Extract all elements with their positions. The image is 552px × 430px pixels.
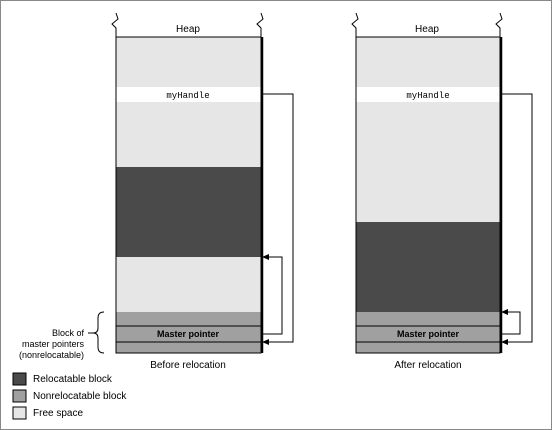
free-space-block xyxy=(116,37,261,87)
heap-before: Heap myHandle Master pointer Before relo… xyxy=(111,12,294,371)
handle-label-after: myHandle xyxy=(406,91,449,101)
legend-label-relocatable: Relocatable block xyxy=(33,374,113,385)
arrowhead-icon xyxy=(262,254,269,260)
pointer-arrow-to-block xyxy=(500,311,521,335)
legend-label-free: Free space xyxy=(33,408,83,419)
master-pointer-label-before: Master pointer xyxy=(157,329,220,339)
caption-after: After relocation xyxy=(394,360,461,371)
break-mark-icon xyxy=(256,12,264,37)
arrowhead-icon xyxy=(262,339,269,345)
legend-swatch-relocatable xyxy=(12,372,27,386)
block-label-line3: (nonrelocatable) xyxy=(19,350,84,360)
master-pointer-slot xyxy=(356,312,500,326)
handle-label-before: myHandle xyxy=(166,91,209,101)
heap-title-before: Heap xyxy=(176,24,200,35)
heap-after: Heap myHandle Master pointer After reloc… xyxy=(351,12,533,371)
heap-title-after: Heap xyxy=(415,24,439,35)
master-pointer-cell xyxy=(116,326,261,342)
free-space-block xyxy=(356,102,500,222)
master-pointer-label-after: Master pointer xyxy=(397,329,460,339)
handle-arrow-to-master xyxy=(500,93,533,343)
brace-icon xyxy=(92,311,105,354)
arrowhead-icon xyxy=(501,309,508,315)
block-of-master-pointers-label: Block of master pointers (nonrelocatable… xyxy=(19,311,105,360)
caption-before: Before relocation xyxy=(150,360,226,371)
break-mark-icon xyxy=(351,12,359,37)
free-space-block xyxy=(116,102,261,167)
handle-cell xyxy=(116,87,261,102)
legend: Relocatable block Nonrelocatable block F… xyxy=(12,372,127,420)
handle-cell xyxy=(356,87,500,102)
relocatable-block xyxy=(116,167,261,257)
free-space-block xyxy=(356,37,500,87)
legend-swatch-free xyxy=(12,406,27,420)
free-space-block xyxy=(116,257,261,312)
break-mark-icon xyxy=(111,12,119,37)
relocatable-block xyxy=(356,222,500,312)
master-pointer-slot xyxy=(116,312,261,326)
arrowhead-icon xyxy=(501,339,508,345)
legend-swatch-nonrelocatable xyxy=(12,389,27,403)
master-pointer-slot xyxy=(356,342,500,353)
master-pointer-cell xyxy=(356,326,500,342)
legend-label-nonrelocatable: Nonrelocatable block xyxy=(33,391,127,402)
block-label-line2: master pointers xyxy=(22,339,85,349)
pointer-arrow-to-block xyxy=(261,256,283,335)
handle-arrow-to-master xyxy=(261,93,294,343)
break-mark-icon xyxy=(495,12,503,37)
master-pointer-slot xyxy=(116,342,261,353)
block-label-line1: Block of xyxy=(52,328,85,338)
